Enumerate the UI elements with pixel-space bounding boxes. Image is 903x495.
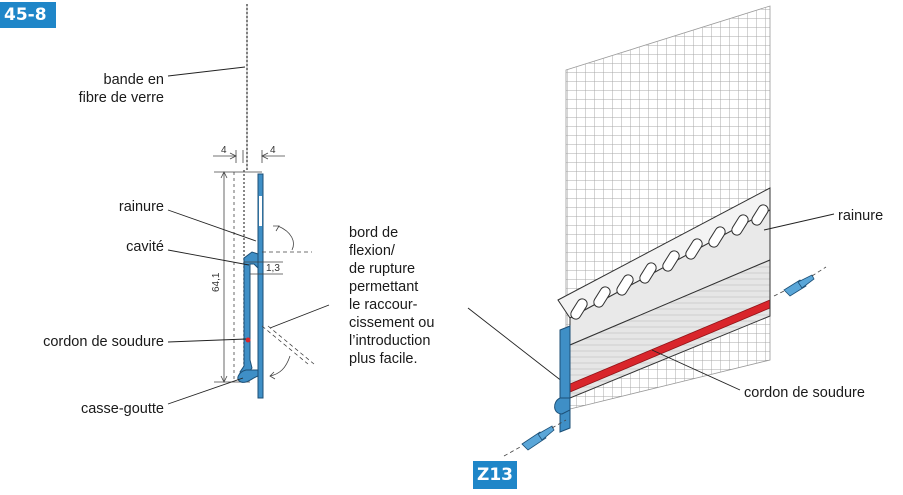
bord-label: bord de flexion/ de rupture permettant l… — [349, 224, 434, 368]
bord-line-6: l’introduction — [349, 333, 431, 349]
fibre-label-line1: bande en — [103, 72, 164, 88]
section-leaders — [167, 66, 257, 405]
cordon-left-label: cordon de soudure — [43, 334, 164, 350]
section-drawing: 4 4 64,1 1,3 — [167, 4, 315, 405]
bord-line-1: flexion/ — [349, 243, 395, 259]
end-plug-right — [783, 274, 815, 297]
bord-line-2: de rupture — [349, 261, 416, 277]
figure-tag-badge: Z13 — [473, 461, 517, 489]
figure-number-badge: 45-8 — [0, 2, 56, 28]
dim-gap: 1,3 — [266, 263, 280, 274]
white-slot — [259, 196, 262, 226]
top-dimension — [213, 150, 285, 163]
bord-line-5: cissement ou — [349, 315, 435, 331]
perspective-leaders — [651, 213, 835, 391]
middle-leaders — [269, 304, 564, 383]
bord-line-4: le raccour- — [349, 297, 418, 313]
profile-main-web — [257, 173, 264, 399]
dim-height: 64,1 — [211, 272, 222, 292]
gap-dimension — [244, 261, 283, 275]
cordon-right-label: cordon de soudure — [744, 385, 865, 401]
weld-dot — [245, 337, 251, 343]
profile-blue-nose — [554, 397, 571, 415]
perspective-drawing — [503, 5, 835, 457]
bord-line-7: plus facile. — [349, 351, 418, 367]
drip-edge — [237, 369, 259, 383]
fibre-label: bande en fibre de verre — [40, 71, 164, 107]
casse-goutte-label: casse-goutte — [80, 401, 164, 417]
rainure-left-label: rainure — [118, 199, 164, 215]
cavite-label: cavité — [126, 239, 164, 255]
profile-inner-leg — [239, 251, 259, 377]
bord-line-0: bord de — [349, 225, 399, 241]
perforation-holes — [570, 204, 769, 320]
dim-right-offset: 4 — [270, 145, 276, 156]
dim-left-offset: 4 — [221, 145, 227, 156]
profile-blue-edge — [559, 325, 571, 433]
rainure-right-label: rainure — [838, 208, 884, 224]
bord-line-3: permettant — [349, 279, 419, 295]
end-plug-left — [521, 425, 555, 451]
fibre-label-line2: fibre de verre — [78, 90, 164, 106]
flex-indicators — [261, 225, 315, 380]
